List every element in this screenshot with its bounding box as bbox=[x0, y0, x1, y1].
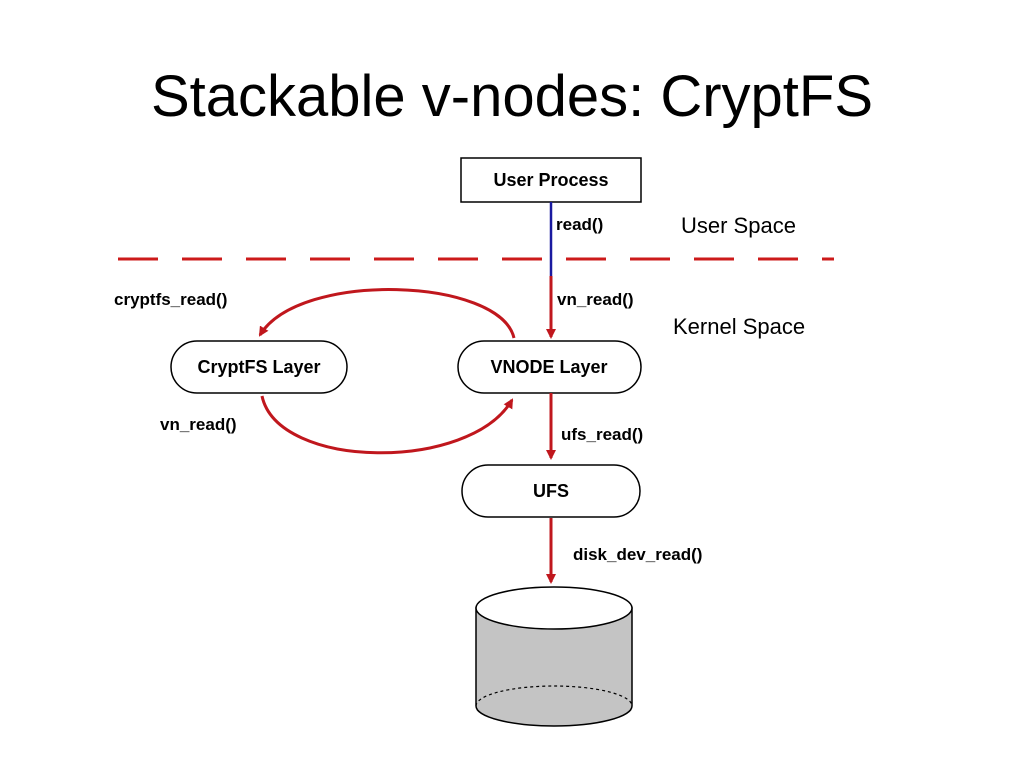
disk-cylinder-icon bbox=[475, 586, 633, 727]
ufs-read-label: ufs_read() bbox=[561, 425, 643, 444]
user-process-box bbox=[460, 157, 642, 203]
user-process-label: User Process bbox=[493, 170, 608, 190]
vn-read-top-label: vn_read() bbox=[557, 290, 634, 309]
vn-read-loop-label: vn_read() bbox=[160, 415, 237, 434]
cryptfs-read-arrow bbox=[258, 288, 516, 339]
read-call-label: read() bbox=[556, 215, 603, 234]
vnode-layer-label: VNODE Layer bbox=[490, 357, 607, 377]
cryptfs-layer-label: CryptFS Layer bbox=[197, 357, 320, 377]
ufs-label: UFS bbox=[533, 481, 569, 501]
user-space-label: User Space bbox=[681, 213, 796, 238]
kernel-space-label: Kernel Space bbox=[673, 314, 805, 339]
cryptfs-layer-node bbox=[170, 340, 348, 394]
disk-dev-read-label: disk_dev_read() bbox=[573, 545, 702, 564]
cryptfs-read-label: cryptfs_read() bbox=[114, 290, 227, 309]
vn-read-loop-arrow bbox=[260, 395, 514, 455]
slide-title: Stackable v-nodes: CryptFS bbox=[150, 64, 874, 129]
ufs-node bbox=[461, 464, 641, 518]
